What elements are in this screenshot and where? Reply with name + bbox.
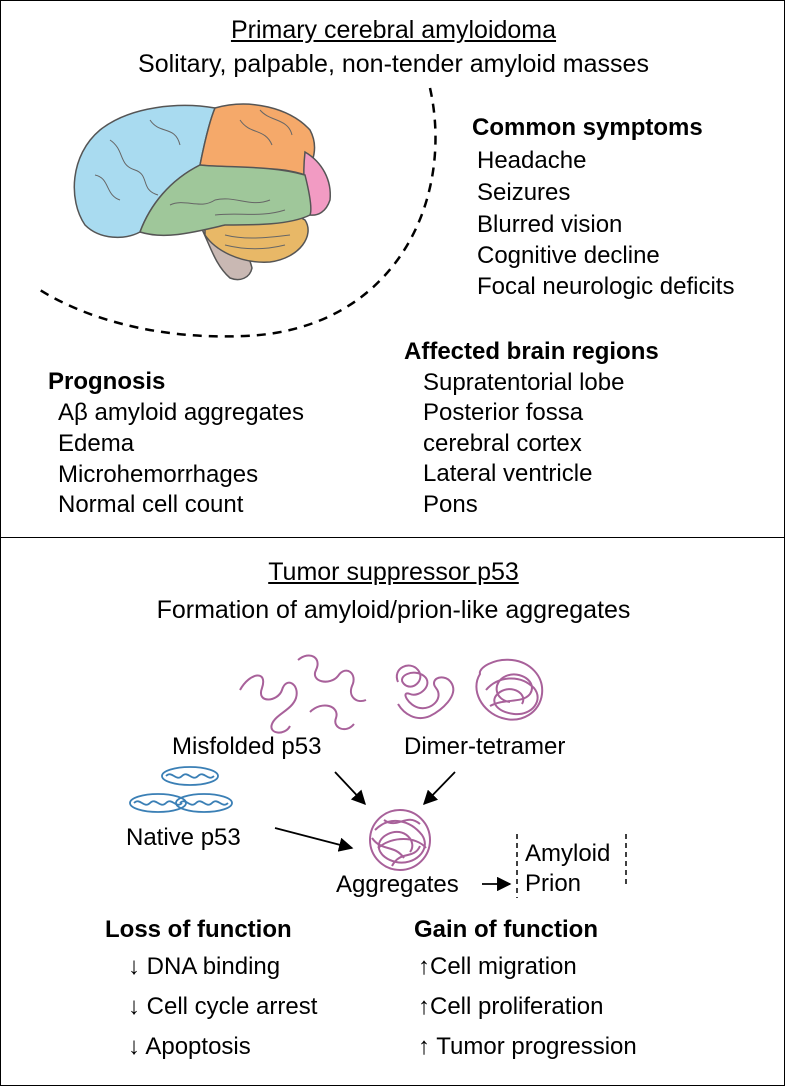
region-item: Supratentorial lobe	[423, 369, 625, 396]
dimer-arrow	[422, 771, 456, 806]
aggregate-icon	[369, 809, 431, 871]
region-item: Lateral ventricle	[423, 460, 593, 487]
misfolded-label: Misfolded p53	[172, 733, 322, 760]
gain-item: ↑Cell proliferation	[418, 995, 603, 1019]
symptoms-heading: Common symptoms	[472, 114, 703, 141]
misfolded-arrow	[334, 771, 366, 806]
native-p53-icon	[129, 766, 233, 813]
loss-item-text: DNA binding	[146, 953, 281, 980]
p53-subtitle: Formation of amyloid/prion-like aggregat…	[156, 596, 631, 624]
amyloidoma-subtitle: Solitary, palpable, non-tender amyloid m…	[138, 50, 649, 78]
prognosis-item: Microhemorrhages	[58, 461, 259, 488]
symptom-item: Cognitive decline	[477, 242, 660, 269]
loss-item: ↓ Cell cycle arrest	[128, 995, 317, 1019]
gain-item: ↑Cell migration	[418, 955, 577, 979]
loss-item-text: Cell cycle arrest	[146, 993, 318, 1020]
native-label: Native p53	[126, 824, 241, 851]
temporal-lobe-shape	[139, 164, 312, 237]
gain-heading: Gain of function	[414, 916, 598, 943]
symptom-item: Blurred vision	[477, 211, 623, 238]
regions-heading: Affected brain regions	[404, 338, 659, 365]
prognosis-item: Normal cell count	[58, 491, 244, 518]
gain-item: ↑ Tumor progression	[418, 1035, 637, 1059]
native-arrow	[274, 827, 354, 852]
brain-icon	[73, 103, 331, 281]
amyloid-label: Amyloid	[525, 840, 611, 867]
loss-heading: Loss of function	[105, 916, 292, 943]
p53-title: Tumor suppressor p53	[268, 558, 519, 586]
symptom-item: Seizures	[477, 179, 571, 206]
up-arrow-icon: ↑	[418, 1033, 430, 1060]
symptom-item: Headache	[477, 147, 587, 174]
prognosis-item: Aβ amyloid aggregates	[58, 399, 304, 426]
down-arrow-icon: ↓	[128, 953, 140, 980]
down-arrow-icon: ↓	[128, 1033, 140, 1060]
prognosis-heading: Prognosis	[48, 368, 166, 395]
loss-item: ↓ Apoptosis	[128, 1035, 251, 1059]
gain-item-text: Cell migration	[430, 953, 577, 980]
region-item: Posterior fossa	[423, 399, 584, 426]
up-arrow-icon: ↑	[418, 993, 430, 1020]
dimer-label: Dimer-tetramer	[404, 733, 566, 760]
gain-item-text: Tumor progression	[436, 1033, 637, 1060]
down-arrow-icon: ↓	[128, 993, 140, 1020]
misfolded-p53-icon	[239, 654, 367, 734]
loss-item: ↓ DNA binding	[128, 955, 280, 979]
symptom-item: Focal neurologic deficits	[477, 273, 735, 300]
aggregates-label: Aggregates	[336, 871, 459, 898]
dimer-tetramer-icon	[395, 658, 544, 721]
gain-item-text: Cell proliferation	[430, 993, 604, 1020]
amyloidoma-title: Primary cerebral amyloidoma	[230, 16, 557, 44]
region-item: cerebral cortex	[423, 430, 582, 457]
parietal-lobe-shape	[199, 103, 316, 176]
loss-item-text: Apoptosis	[145, 1033, 251, 1060]
prion-label: Prion	[525, 870, 582, 897]
prognosis-item: Edema	[58, 430, 135, 457]
region-item: Pons	[423, 491, 478, 518]
up-arrow-icon: ↑	[418, 953, 430, 980]
